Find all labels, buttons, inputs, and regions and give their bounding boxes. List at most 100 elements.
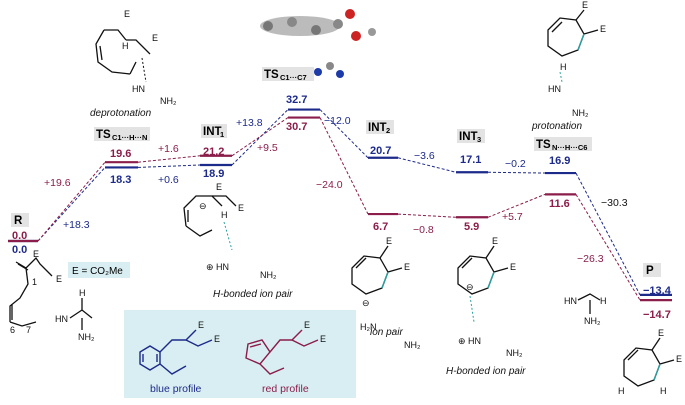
label-ts3: TS — [536, 139, 551, 151]
ts1-amidine-nh2: NH₂ — [160, 96, 177, 106]
delta-red-ts1: +19.6 — [44, 177, 71, 189]
ts1-hbond — [141, 57, 147, 83]
reactant-amidine-nh2: NH₂ — [78, 332, 95, 342]
ts1-amidine-hn: HN — [132, 84, 145, 94]
ts1-e1: E — [124, 9, 130, 19]
int2-minus: ⊖ — [362, 298, 370, 308]
value-ts1-red: 19.6 — [110, 148, 131, 160]
int1-e1: E — [216, 182, 222, 192]
structure-int1 — [183, 195, 237, 237]
delta-red-ts2: +9.5 — [257, 142, 278, 154]
ester-note: E = CO₂Me — [72, 266, 123, 277]
product-e2: E — [676, 354, 682, 364]
legend-red-e1: E — [304, 320, 310, 330]
legend-box — [124, 310, 356, 398]
connector-r-ts1-blue — [37, 167, 106, 242]
int1-h: H — [221, 210, 228, 220]
int3-minus: ⊖ — [466, 282, 474, 292]
value-r-red: 0.0 — [12, 230, 27, 242]
label-ts1: TS — [96, 129, 111, 141]
int1-minus: ⊖ — [199, 201, 207, 211]
product-e1: E — [658, 328, 664, 338]
ts3-e1: E — [582, 0, 588, 10]
value-r-blue: 0.0 — [12, 244, 27, 256]
label-box-int1 — [201, 124, 227, 138]
label-box-int2 — [366, 120, 394, 134]
delta-blue-ts2: +13.8 — [236, 117, 263, 129]
value-int3-red: 5.9 — [464, 221, 479, 233]
delta-blue-int2: −12.0 — [324, 115, 351, 127]
int3-hbond — [469, 295, 475, 323]
energy-levels — [8, 108, 672, 302]
reactant-c1: 1 — [32, 277, 37, 287]
value-ts3-blue: 16.9 — [549, 155, 570, 167]
caption-hbond-ion-pair-2: H-bonded ion pair — [446, 366, 526, 377]
reactant-c7: 7 — [26, 325, 31, 335]
int2-amidine-nh2: NH₂ — [404, 340, 421, 350]
label-int2-sub: 2 — [386, 126, 390, 135]
reactant-amidine — [69, 298, 93, 330]
p-amidine-hn: HN — [564, 296, 577, 306]
value-int1-red: 21.2 — [203, 146, 224, 158]
connector-ts2-int2-red — [319, 117, 369, 215]
ts3-h: H — [560, 62, 567, 72]
ester-note-box — [68, 262, 130, 278]
connector-int3-ts3-red — [487, 193, 546, 218]
legend-blue-e2: E — [214, 334, 220, 344]
delta-blue-ts3: −0.2 — [505, 158, 526, 170]
reactant-amidine-hn: HN — [55, 314, 68, 324]
value-ts1-blue: 18.3 — [110, 174, 131, 186]
connector-ts2-int2-blue — [319, 109, 369, 159]
value-p-blue: −13.4 — [643, 285, 672, 297]
int3-new-bond — [487, 271, 495, 289]
label-box-ts1 — [94, 127, 150, 141]
int1-hbond — [223, 221, 233, 251]
ts3-amidine-hn: HN — [548, 84, 561, 94]
int3-amidine-plus: ⊕ — [458, 336, 466, 346]
connector-ts3-p-blue — [575, 172, 641, 296]
caption-protonation: protonation — [531, 121, 582, 132]
label-ts2: TS — [264, 69, 279, 81]
caption-hbond-ion-pair-1: H-bonded ion pair — [213, 289, 293, 300]
label-box-int3 — [457, 129, 485, 143]
delta-red-ts3: +5.7 — [502, 211, 523, 223]
structure-int2 — [351, 245, 403, 295]
ts2-3d-model — [260, 9, 376, 78]
int1-amidine-nh2: NH₂ — [260, 270, 277, 280]
int3-e1: E — [492, 236, 498, 246]
caption-ion-pair: ion pair — [370, 327, 403, 338]
label-int1-sub: 1 — [220, 130, 224, 139]
label-box-ts2 — [262, 67, 314, 81]
legend-red-structure — [245, 329, 319, 375]
ts3-amidine-nh2: NH₂ — [572, 108, 589, 118]
label-ts3-sub: N···H···C6 — [552, 143, 587, 152]
connector-r-ts1-red — [37, 161, 106, 242]
product-h2: H — [660, 386, 667, 396]
int3-amidine-hn: HN — [468, 336, 481, 346]
value-ts2-red: 30.7 — [286, 121, 307, 133]
label-int3-sub: 3 — [477, 135, 481, 144]
connector-int2-int3-red — [397, 213, 457, 218]
label-ts2-sub: C1···C7 — [280, 73, 307, 82]
delta-black-p: −30.3 — [601, 197, 628, 209]
value-int3-blue: 17.1 — [460, 154, 481, 166]
structure-ts1 — [95, 29, 151, 75]
label-r: R — [14, 215, 23, 227]
connector-lines — [37, 109, 641, 301]
delta-blue-int1: +0.6 — [158, 174, 179, 186]
legend-blue-label: blue profile — [150, 383, 202, 395]
value-p-red: −14.7 — [643, 309, 671, 321]
int1-amidine-plus: ⊕ — [206, 262, 214, 272]
label-box-r — [11, 213, 29, 227]
ts3-e2: E — [600, 24, 606, 34]
product-h1: H — [618, 386, 625, 396]
label-int3: INT — [459, 131, 478, 143]
connector-int3-ts3-blue — [487, 171, 546, 174]
caption-deprotonation: deprotonation — [90, 108, 152, 119]
structure-reactant — [9, 256, 53, 327]
label-box-p — [643, 263, 661, 277]
ts3-new-bond — [577, 33, 585, 51]
value-int2-blue: 20.7 — [370, 145, 391, 157]
connector-ts3-p-red — [575, 194, 641, 301]
